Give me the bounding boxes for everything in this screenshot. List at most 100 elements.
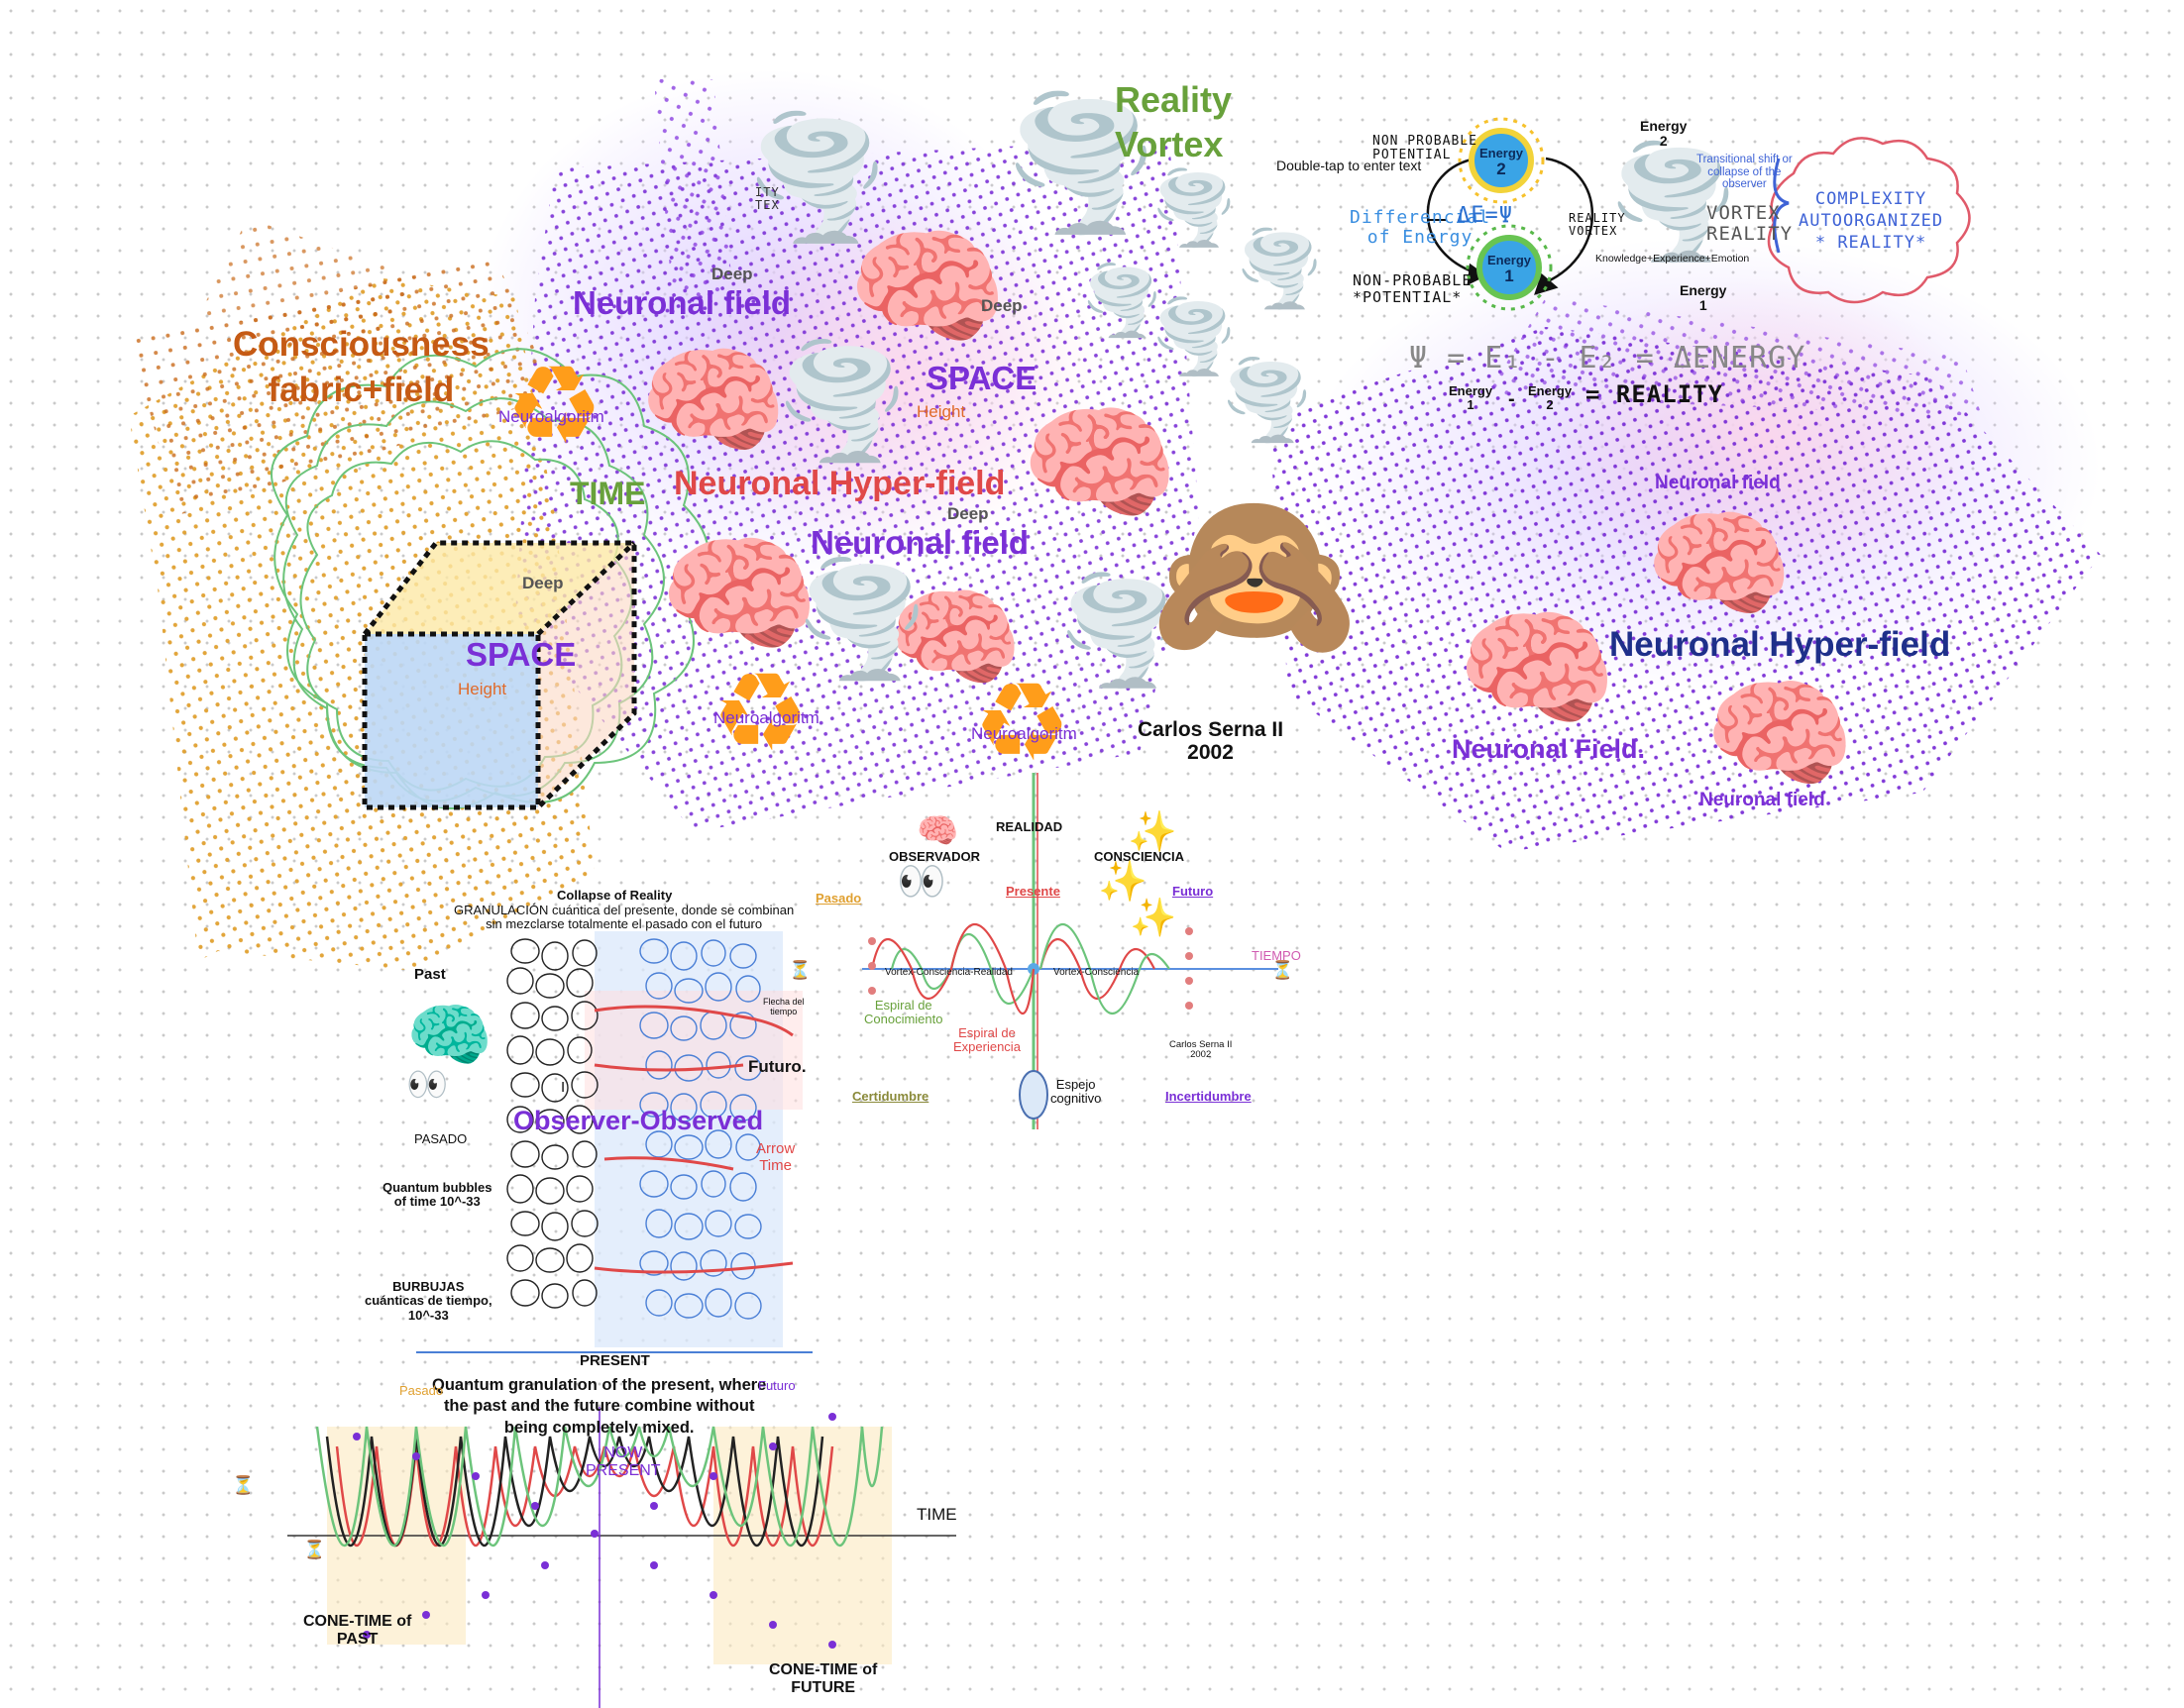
reality-vortex-title: Reality Vortex <box>1115 77 1232 166</box>
espiral-conocimiento: Espiral de Conocimiento <box>864 998 943 1027</box>
energy-2-label: Energy 2 <box>1640 118 1688 150</box>
vortex-text: ITY TEX <box>755 185 780 213</box>
space-cube <box>362 540 637 810</box>
cone-diagram <box>287 1407 956 1708</box>
neuronal-hyper-field-label: Neuronal Hyper-field <box>1609 625 1951 664</box>
hourglass-icon: ⏳ <box>303 1540 326 1559</box>
reality-eq-energy1-word: Energy <box>1449 383 1493 398</box>
differential-energy: Differencial of Energy <box>1350 208 1490 248</box>
presente-label: Presente <box>1006 884 1060 899</box>
transitional-line1: Transitional shift or <box>1696 154 1793 165</box>
granulacion-label: GRANULACIÓN cuántica del presente, donde… <box>454 903 794 932</box>
neuronal-hyper-field-label: Neuronal Hyper-field <box>674 465 1006 502</box>
reality-vortex-title-line2: Vortex <box>1115 124 1224 164</box>
energy-2-label-num: 2 <box>1659 133 1668 150</box>
hourglass-icon: ⏳ <box>232 1475 255 1495</box>
quantum-bubbles-line1: Quantum bubbles <box>382 1180 492 1195</box>
cone-futuro-label: Futuro <box>758 1378 796 1393</box>
observer-observed-label: Observer-Observed <box>513 1106 764 1135</box>
recycle-icon: ♻ <box>711 652 810 774</box>
energy-2-circle-text: Energy 2 <box>1473 146 1530 179</box>
burbujas-line1: BURBUJAS <box>392 1279 465 1294</box>
vortex-reality-line1: VORTEX <box>1706 202 1781 224</box>
energy-2-label-word: Energy <box>1640 118 1688 134</box>
neuronal-field-label: Neuronal field <box>1699 790 1825 810</box>
non-probable-potential-bottom: NON-PROBABLE *POTENTIAL* <box>1353 272 1472 305</box>
tornado-icon: 🌪️ <box>743 112 892 245</box>
cone-time-future-label: CONE-TIME of FUTURE <box>769 1661 877 1696</box>
hourglass-icon: ⏳ <box>789 960 812 980</box>
espiral-experiencia-line2: Experiencia <box>953 1039 1021 1055</box>
flecha-line2: tiempo <box>770 1006 798 1016</box>
cone-time-future-line1: CONE-TIME of <box>769 1661 878 1678</box>
futuro-label: Futuro <box>1172 884 1214 899</box>
reality-eq-result: = REALITY <box>1585 380 1724 408</box>
quantum-granulation-line1: Quantum granulation of the present, wher… <box>432 1376 767 1394</box>
vortex-reality-label: VORTEX REALITY <box>1706 203 1793 245</box>
cone-time-past-line2: PAST <box>336 1630 379 1648</box>
brain-icon: 🧠 <box>917 812 959 850</box>
consciousness-title-line2: fabric+field <box>268 370 455 409</box>
reality-vortex-title-line1: Reality <box>1115 79 1233 120</box>
tornado-icon: 🌪️ <box>793 558 931 682</box>
author-small-line2: 2002 <box>1190 1049 1212 1061</box>
cone-time-past-label: CONE-TIME of PAST <box>303 1613 411 1648</box>
quantum-bubbles <box>416 931 813 1353</box>
complexity-line1: COMPLEXITY <box>1814 189 1927 209</box>
tornado-icon: 🌪️ <box>773 340 912 464</box>
brain-icon: 🧠 <box>887 578 1023 699</box>
deep-label: Deep <box>522 574 564 592</box>
quantum-bubbles-label: Quantum bubbles of time 10^-33 <box>382 1180 492 1210</box>
certidumbre-label: Certidumbre <box>852 1089 929 1104</box>
espejo-cognitivo: Espejo cognitivo <box>1050 1077 1101 1107</box>
cone-pasado-label: Pasado <box>399 1383 444 1398</box>
author-small-line1: Carlos Serna II <box>1169 1039 1233 1050</box>
vortex-consciencia: Vortex-Consciencia <box>1053 967 1140 978</box>
space-label: SPACE <box>466 636 577 673</box>
complexity-bracket <box>1773 158 1790 254</box>
energy-1-label-num: 1 <box>1698 297 1707 314</box>
knowledge-label: Knowledge+Experience+Emotion <box>1595 253 1750 265</box>
reality-eq-minus: - <box>1508 388 1515 410</box>
sparkles-icon: ✨ <box>1130 898 1177 939</box>
neuroalgoritm-label: Neuroalgoritm <box>971 724 1077 743</box>
tiempo-label: TIEMPO <box>1252 948 1301 963</box>
flecha-tiempo: Flecha del tiempo <box>763 997 805 1017</box>
double-tap-hint: Double-tap to enter text <box>1276 158 1422 173</box>
consciousness-title: Consciousness fabric+field <box>233 322 490 412</box>
non-probable-top-line2: POTENTIAL <box>1372 148 1452 163</box>
observador-label: OBSERVADOR <box>889 849 980 864</box>
brain-icon: 🧠 <box>1704 667 1855 801</box>
quantum-granulation-label: Quantum granulation of the present, wher… <box>432 1375 766 1439</box>
reality-vortex-small-line2: VORTEX <box>1569 224 1618 239</box>
transitional-line3: observer <box>1721 178 1767 191</box>
tornado-icon: 🌪️ <box>1605 142 1741 264</box>
differential-line1: Differencial <box>1350 207 1491 228</box>
psi-equation: Ψ = E₁ - E₂ = ΔENERGY <box>1409 341 1806 375</box>
transitional-shift: Transitional shift or collapse of the ob… <box>1696 154 1793 191</box>
author-small: Carlos Serna II 2002 <box>1169 1039 1233 1061</box>
neuroalgoritm-label: Neuroalgoritm <box>713 708 819 727</box>
present-label: PRESENT <box>580 1352 650 1369</box>
reality-eq-energy2: Energy 2 <box>1528 383 1572 413</box>
reality-vortex-small: REALITY VORTEX <box>1569 211 1626 239</box>
complexity-line3: * REALITY* <box>1814 233 1927 254</box>
arrow-time-label: Arrow Time <box>756 1140 795 1174</box>
height-label: Height <box>917 402 966 421</box>
sparkles-icon: ✨ <box>1128 810 1177 854</box>
author-signature: Carlos Serna II 2002 <box>1138 718 1283 764</box>
complexity-label: COMPLEXITY AUTOORGANIZED * REALITY* <box>1799 188 1943 254</box>
brain-icon: 🧠 <box>1645 498 1794 631</box>
tornado-icon: 🌪️ <box>1234 228 1326 310</box>
burbujas-line3: 10^-33 <box>407 1307 449 1323</box>
flecha-line1: Flecha del <box>763 997 805 1007</box>
espiral-conocimiento-line2: Conocimiento <box>864 1012 943 1027</box>
futuro-label: Futuro. <box>748 1057 807 1076</box>
recycle-icon: ♻ <box>973 662 1071 784</box>
incertidumbre-label: Incertidumbre <box>1165 1089 1252 1104</box>
quantum-granulation-line2: the past and the future combine without <box>443 1397 755 1416</box>
tornado-icon: 🌪️ <box>1149 298 1239 377</box>
complexity-line2: AUTOORGANIZED <box>1799 211 1944 232</box>
vortex-text-line2: TEX <box>755 198 780 213</box>
burbujas-line2: cuánticas de tiempo, <box>365 1293 492 1309</box>
